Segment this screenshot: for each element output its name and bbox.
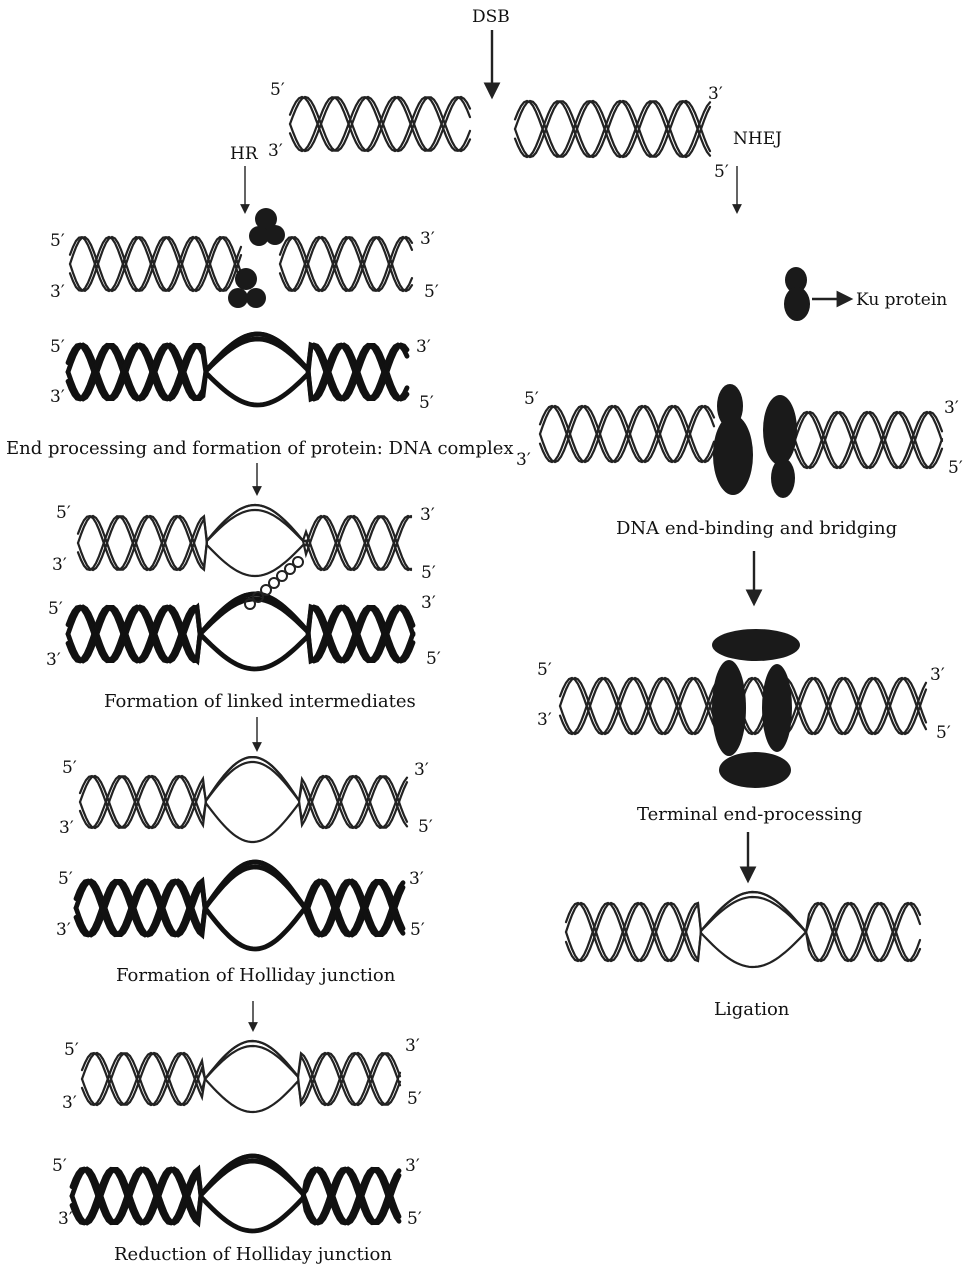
hr3a-5-left: 5′ (56, 503, 71, 523)
hr4b-3-left: 3′ (56, 920, 71, 940)
hr5a-5-left: 5′ (64, 1040, 79, 1060)
dsb-right-helix (515, 101, 710, 157)
hr4-helix-top (80, 757, 407, 842)
hr2-5-right: 5′ (419, 393, 434, 413)
hr4a-3-right: 3′ (414, 760, 429, 780)
hr1-3-right: 3′ (420, 229, 435, 249)
hr5b-3-left: 3′ (58, 1209, 73, 1229)
nh2-5-left: 5′ (537, 660, 552, 680)
hr4b-5-right: 5′ (410, 920, 425, 940)
hr3-helix-top (78, 505, 411, 576)
hr3b-5-right: 5′ (426, 649, 441, 669)
caption-linked: Formation of linked intermediates (104, 691, 416, 712)
ligation-helix (566, 892, 920, 967)
nh1-3-left: 3′ (516, 450, 531, 470)
dsb-left-helix (290, 97, 470, 151)
nh1-5-right: 5′ (948, 458, 963, 478)
hr5b-5-right: 5′ (407, 1209, 422, 1229)
hr4b-5-left: 5′ (58, 869, 73, 889)
terminal-complex (712, 629, 800, 788)
nh1-5-left: 5′ (524, 389, 539, 409)
hr5a-3-right: 3′ (405, 1036, 420, 1056)
hr5-helix-bottom (72, 1156, 399, 1231)
hr2-5-left: 5′ (50, 337, 65, 357)
hr2-helix (68, 334, 407, 405)
ku-protein-icon (784, 267, 810, 321)
hr2-3-right: 3′ (416, 337, 431, 357)
hr3b-3-right: 3′ (421, 593, 436, 613)
caption-terminal: Terminal end-processing (637, 804, 862, 825)
nh2-3-left: 3′ (537, 710, 552, 730)
hr3a-5-right: 5′ (421, 563, 436, 583)
hr3b-3-left: 3′ (46, 650, 61, 670)
hr5a-3-left: 3′ (62, 1093, 77, 1113)
hr3a-3-right: 3′ (420, 505, 435, 525)
hr4b-3-right: 3′ (409, 869, 424, 889)
nh1-helix-right (795, 412, 942, 468)
hr4a-5-right: 5′ (418, 817, 433, 837)
caption-end-processing: End processing and formation of protein:… (6, 438, 514, 459)
hr5a-5-right: 5′ (407, 1089, 422, 1109)
ku-bound-left (713, 384, 753, 495)
top-left-5-label: 5′ (270, 80, 285, 100)
caption-nhej-binding: DNA end-binding and bridging (616, 518, 897, 539)
caption-holliday-reduction: Reduction of Holliday junction (114, 1244, 392, 1265)
hr3a-3-left: 3′ (52, 555, 67, 575)
hr4a-5-left: 5′ (62, 758, 77, 778)
nh1-3-right: 3′ (944, 398, 959, 418)
ku-label: Ku protein (856, 290, 947, 310)
nh2-3-right: 3′ (930, 665, 945, 685)
hr5-helix-top (82, 1041, 400, 1112)
hr1-5-right: 5′ (424, 282, 439, 302)
caption-holliday-formation: Formation of Holliday junction (116, 965, 396, 986)
hr-label: HR (230, 144, 259, 164)
hr1-5-left: 5′ (50, 231, 65, 251)
caption-ligation: Ligation (714, 999, 790, 1020)
nh1-helix-left (540, 406, 714, 462)
top-right-3-label: 3′ (708, 84, 723, 104)
hr4a-3-left: 3′ (59, 818, 74, 838)
hr2-3-left: 3′ (50, 387, 65, 407)
hr1-3-left: 3′ (50, 282, 65, 302)
top-right-5-label: 5′ (714, 162, 729, 182)
hr5b-3-right: 3′ (405, 1156, 420, 1176)
hr-protein-top (249, 208, 285, 246)
nhej-label: NHEJ (733, 129, 782, 149)
hr3-helix-bottom (68, 594, 413, 669)
dsb-label: DSB (472, 7, 510, 27)
hr1-helix-right (280, 237, 412, 291)
hr3b-5-left: 5′ (48, 599, 63, 619)
ku-bound-right (763, 395, 797, 498)
hr4-helix-bottom (76, 862, 403, 949)
hr5b-5-left: 5′ (52, 1156, 67, 1176)
top-left-3-label: 3′ (268, 141, 283, 161)
hr1-helix-left (70, 237, 241, 291)
nh2-5-right: 5′ (936, 723, 951, 743)
